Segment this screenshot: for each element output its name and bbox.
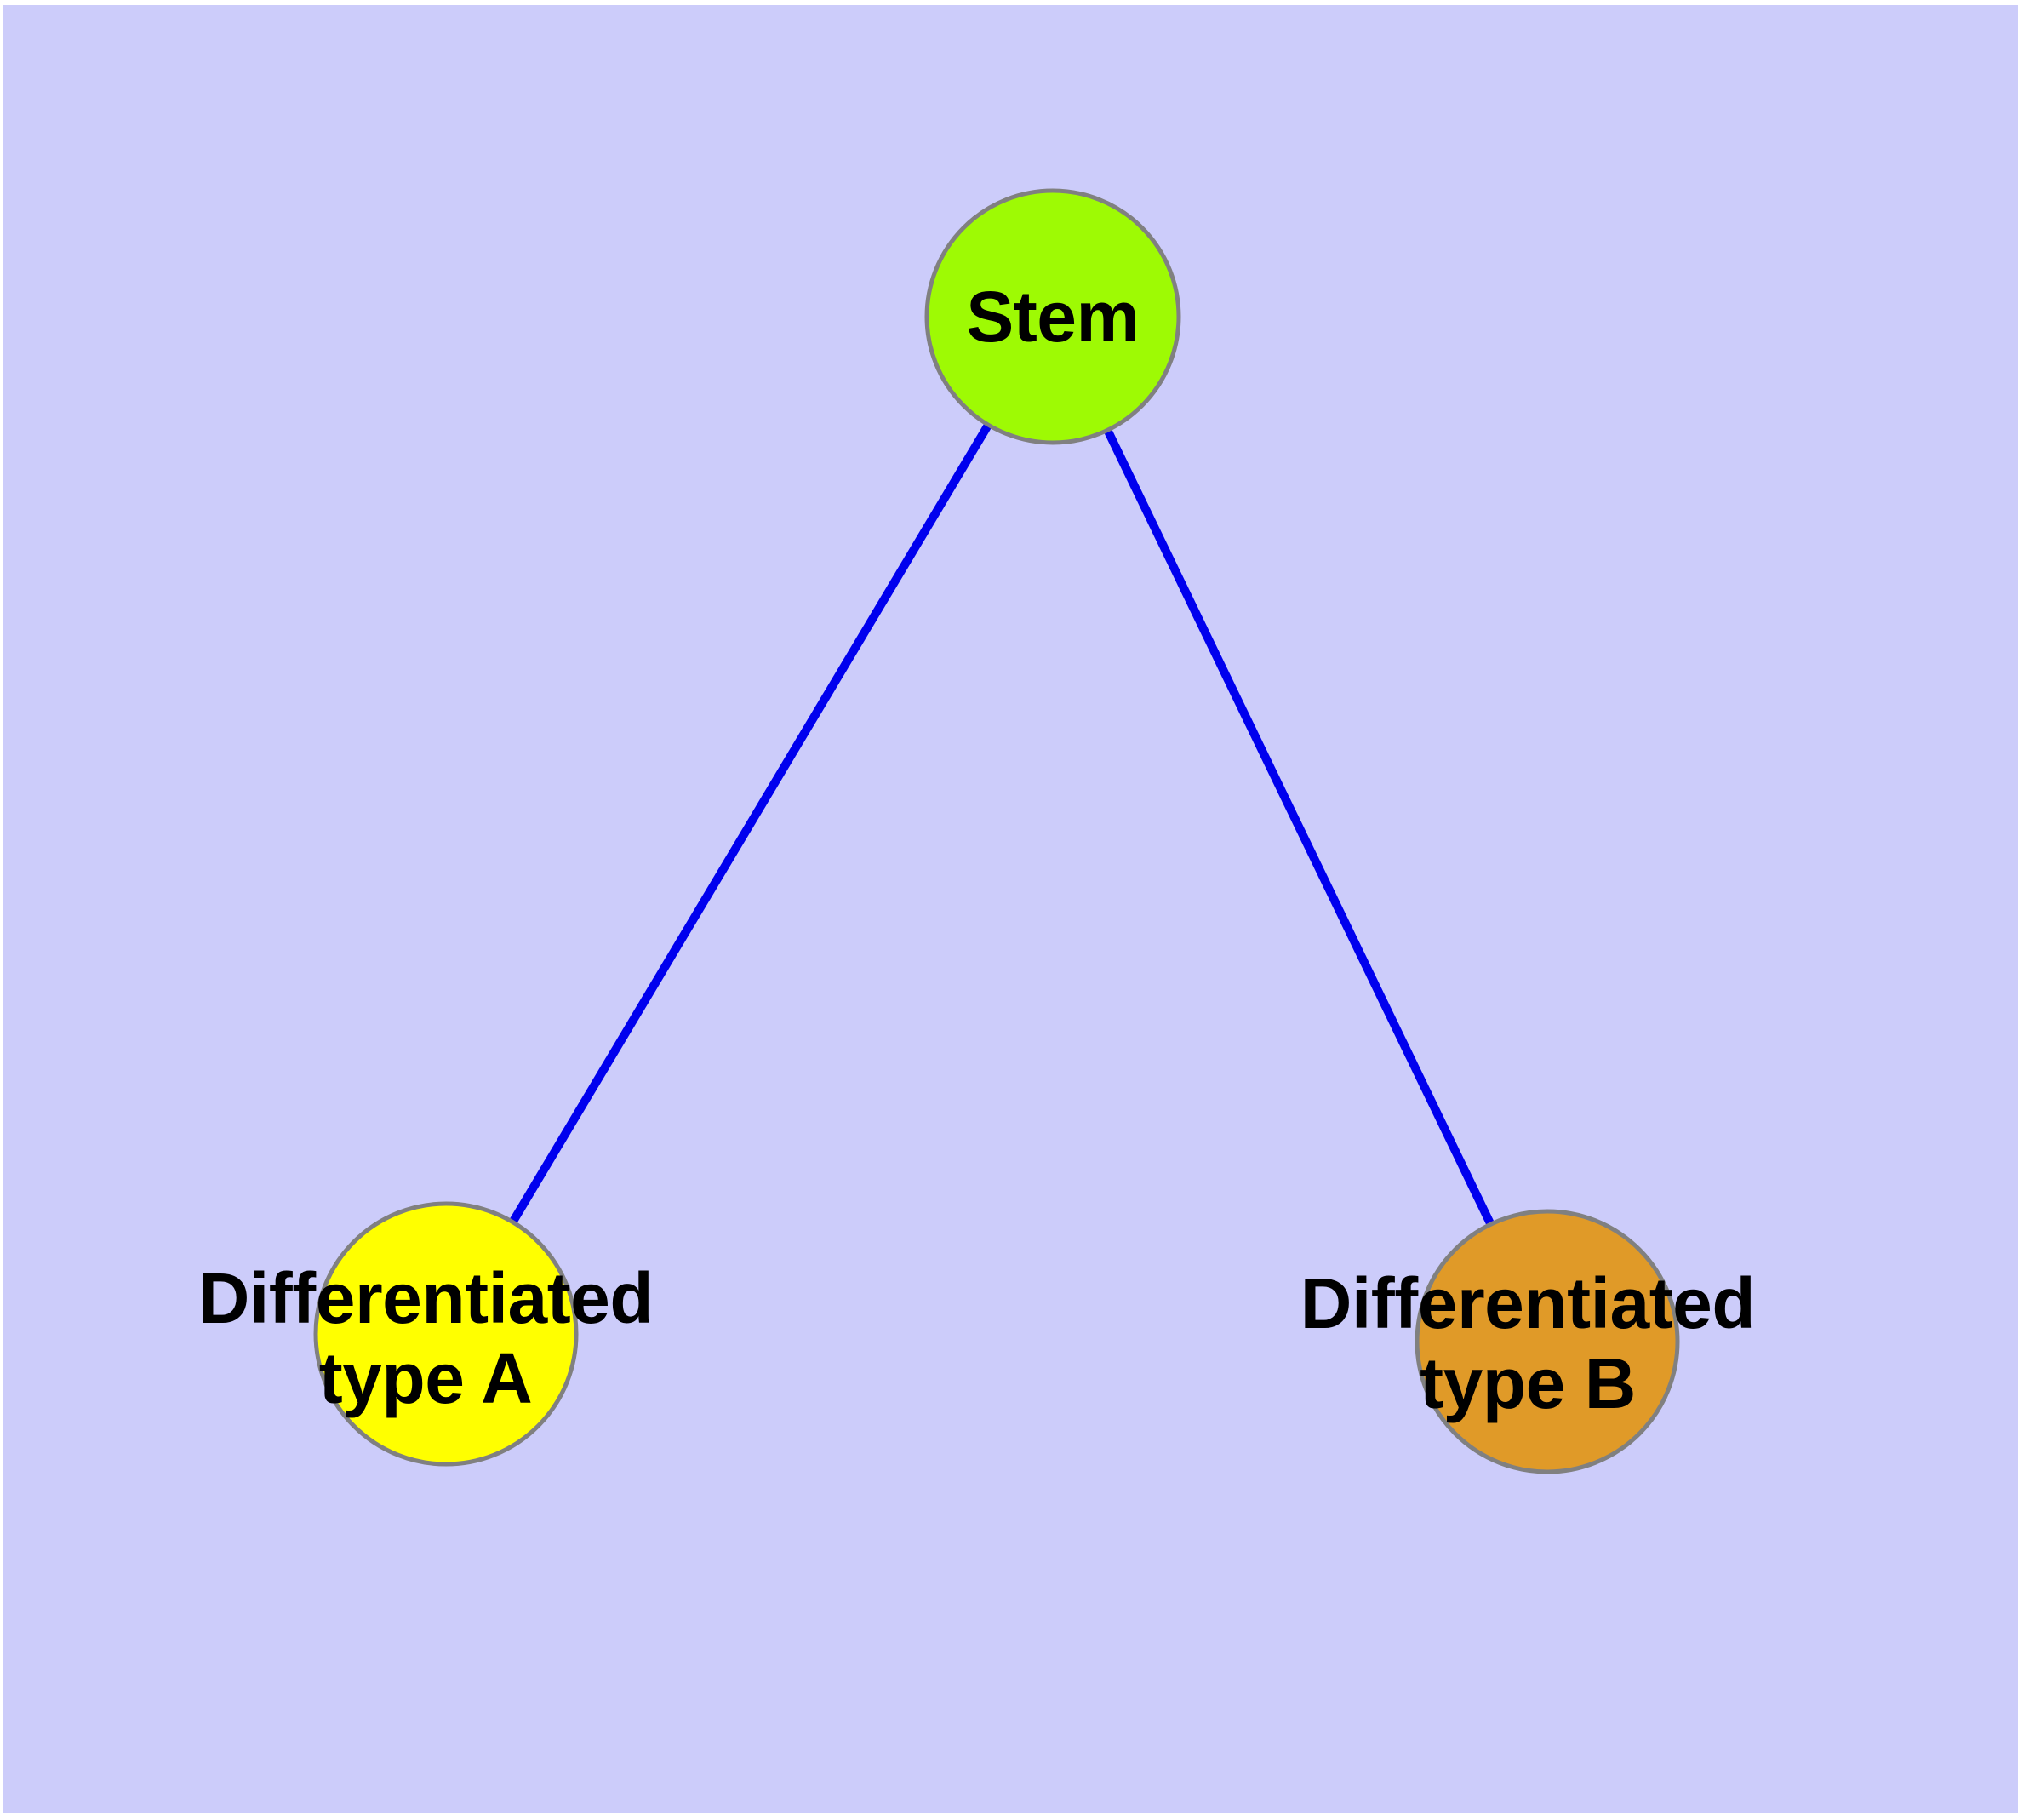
graph-node-diff_a[interactable] xyxy=(313,1201,579,1467)
edge-layer xyxy=(442,314,1552,1344)
graph-node-stem[interactable] xyxy=(924,188,1181,445)
graph-edge[interactable] xyxy=(1049,314,1552,1344)
graph-edge[interactable] xyxy=(442,314,1057,1336)
graph-node-diff_b[interactable] xyxy=(1415,1209,1680,1474)
node-layer xyxy=(313,188,1680,1474)
